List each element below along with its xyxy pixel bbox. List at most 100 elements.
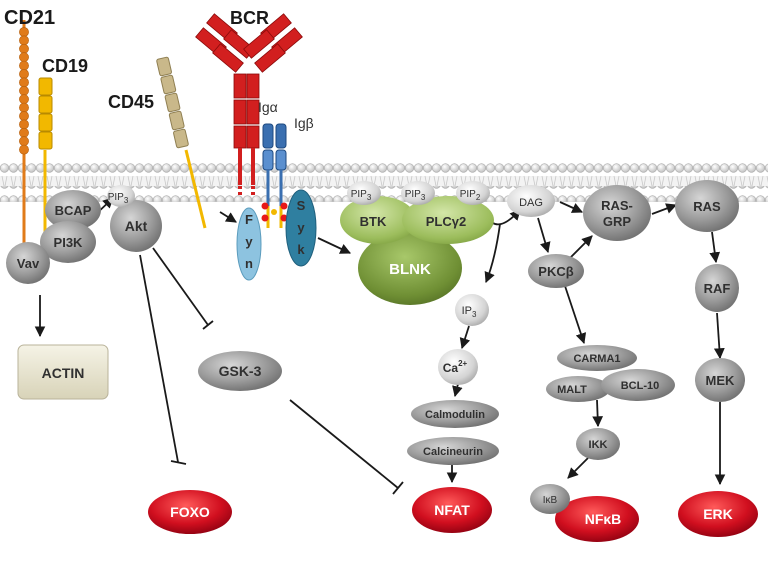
syk-letter-3: k [297, 242, 305, 257]
node-fyn: F y n [236, 207, 262, 281]
lipid-tail [148, 175, 152, 187]
lipid-tail [496, 175, 500, 187]
lipid-tail [127, 175, 131, 187]
cd21-domain [19, 35, 29, 46]
node-calmodulin: Calmodulin [411, 400, 499, 428]
lipid-tail [616, 175, 620, 187]
carma1-label: CARMA1 [573, 353, 620, 365]
node-ip3: IP3 [455, 294, 489, 326]
lipid-tail [67, 175, 71, 187]
lipid-tail [760, 175, 764, 187]
lipid-tail [82, 175, 86, 187]
lipid-tail [73, 175, 77, 187]
output-erk: ERK [678, 491, 758, 537]
cd21-domain [19, 60, 29, 71]
lipid-tail [103, 175, 107, 187]
lipid-tail [283, 175, 287, 187]
mek-label: MEK [706, 373, 736, 388]
arrow-rasgrp-ras [651, 203, 678, 215]
lipid-tail [751, 175, 755, 187]
lipid-tail [523, 175, 527, 187]
lipid-tail [334, 175, 338, 187]
lipid-tail [118, 175, 122, 187]
phospho-dot [271, 209, 277, 215]
lipid-tail [724, 175, 728, 187]
node-pip3-btk: PIP3 [347, 181, 381, 205]
arrow-ip3-ca [459, 325, 471, 350]
lipid-tail [397, 175, 401, 187]
svg-text:IP3: IP3 [462, 305, 477, 319]
cd45-domain [160, 74, 177, 95]
lipid-tail [121, 175, 125, 187]
lipid-tail [208, 175, 212, 187]
lipid-tail [85, 175, 89, 187]
node-bcl10: BCL-10 [601, 369, 675, 401]
cd45-label: CD45 [108, 92, 154, 112]
lipid-tail [391, 175, 395, 187]
lipid-tail [589, 175, 593, 187]
arrow-pkcb-rasgrp [569, 235, 593, 259]
lipid-tail [4, 175, 8, 187]
ca-superscript: 2+ [458, 359, 467, 368]
lipid-tail [580, 175, 584, 187]
fyn-letter-2: y [245, 234, 253, 249]
fyn-letter-3: n [245, 256, 253, 271]
lipid-tail [1, 175, 5, 187]
lipid-tail [307, 175, 311, 187]
lipid-tail [271, 175, 275, 187]
lipid-tail [649, 175, 653, 187]
lipid-tail [658, 175, 662, 187]
lipid-tail [274, 175, 278, 187]
lipid-tail [31, 175, 35, 187]
lipid-tail [163, 175, 167, 187]
lipid-tail [262, 175, 266, 187]
lipid-tail [10, 175, 14, 187]
output-nfat: NFAT [412, 487, 492, 533]
lipid-tail [607, 175, 611, 187]
cd21-domain [19, 52, 29, 63]
cd19-domain [38, 113, 53, 132]
lipid-tail [346, 175, 350, 187]
dag-label: DAG [519, 197, 543, 209]
lipid-tail [490, 175, 494, 187]
lipid-tail [55, 175, 59, 187]
lipid-tail [670, 175, 674, 187]
cd45-domain [173, 128, 189, 149]
connections [34, 197, 726, 495]
lipid-tail [301, 175, 305, 187]
ras-label: RAS [693, 199, 721, 214]
lipid-tail [562, 175, 566, 187]
cd45-domain [156, 56, 172, 77]
lipid-tail [571, 175, 575, 187]
ip3-label: IP [462, 305, 472, 317]
pip3-plc-label: PIP [405, 189, 421, 200]
node-malt: MALT [546, 376, 610, 402]
lipid-tail [166, 175, 170, 187]
phospho-dot [261, 214, 269, 222]
node-btk: BTK [340, 196, 416, 244]
ip3-subscript: 3 [472, 310, 477, 319]
node-pip3-plc: PIP3 [401, 181, 435, 205]
lipid-tail [109, 175, 113, 187]
lipid-tail [76, 175, 80, 187]
lipid-tail [454, 175, 458, 187]
lipid-tail [625, 175, 629, 187]
blnk-label: BLNK [389, 261, 431, 278]
node-ras: RAS [675, 180, 739, 232]
lipid-tail [379, 175, 383, 187]
pip3-btk-subscript: 3 [367, 193, 372, 202]
lipid-tail [100, 175, 104, 187]
lipid-tail [37, 175, 41, 187]
svg-text:PIP3: PIP3 [108, 192, 129, 205]
erk-label: ERK [703, 506, 733, 522]
inhibit-bar [170, 460, 187, 465]
node-pi3k: PI3K [40, 221, 96, 263]
lipid-tail [58, 175, 62, 187]
lipid-tail [577, 175, 581, 187]
lipid-tail [256, 175, 260, 187]
lipid-tail [244, 175, 248, 187]
lipid-tail [220, 175, 224, 187]
bcr-label: BCR [230, 8, 269, 28]
lipid-tail [598, 175, 602, 187]
cd21-domain [19, 69, 29, 79]
